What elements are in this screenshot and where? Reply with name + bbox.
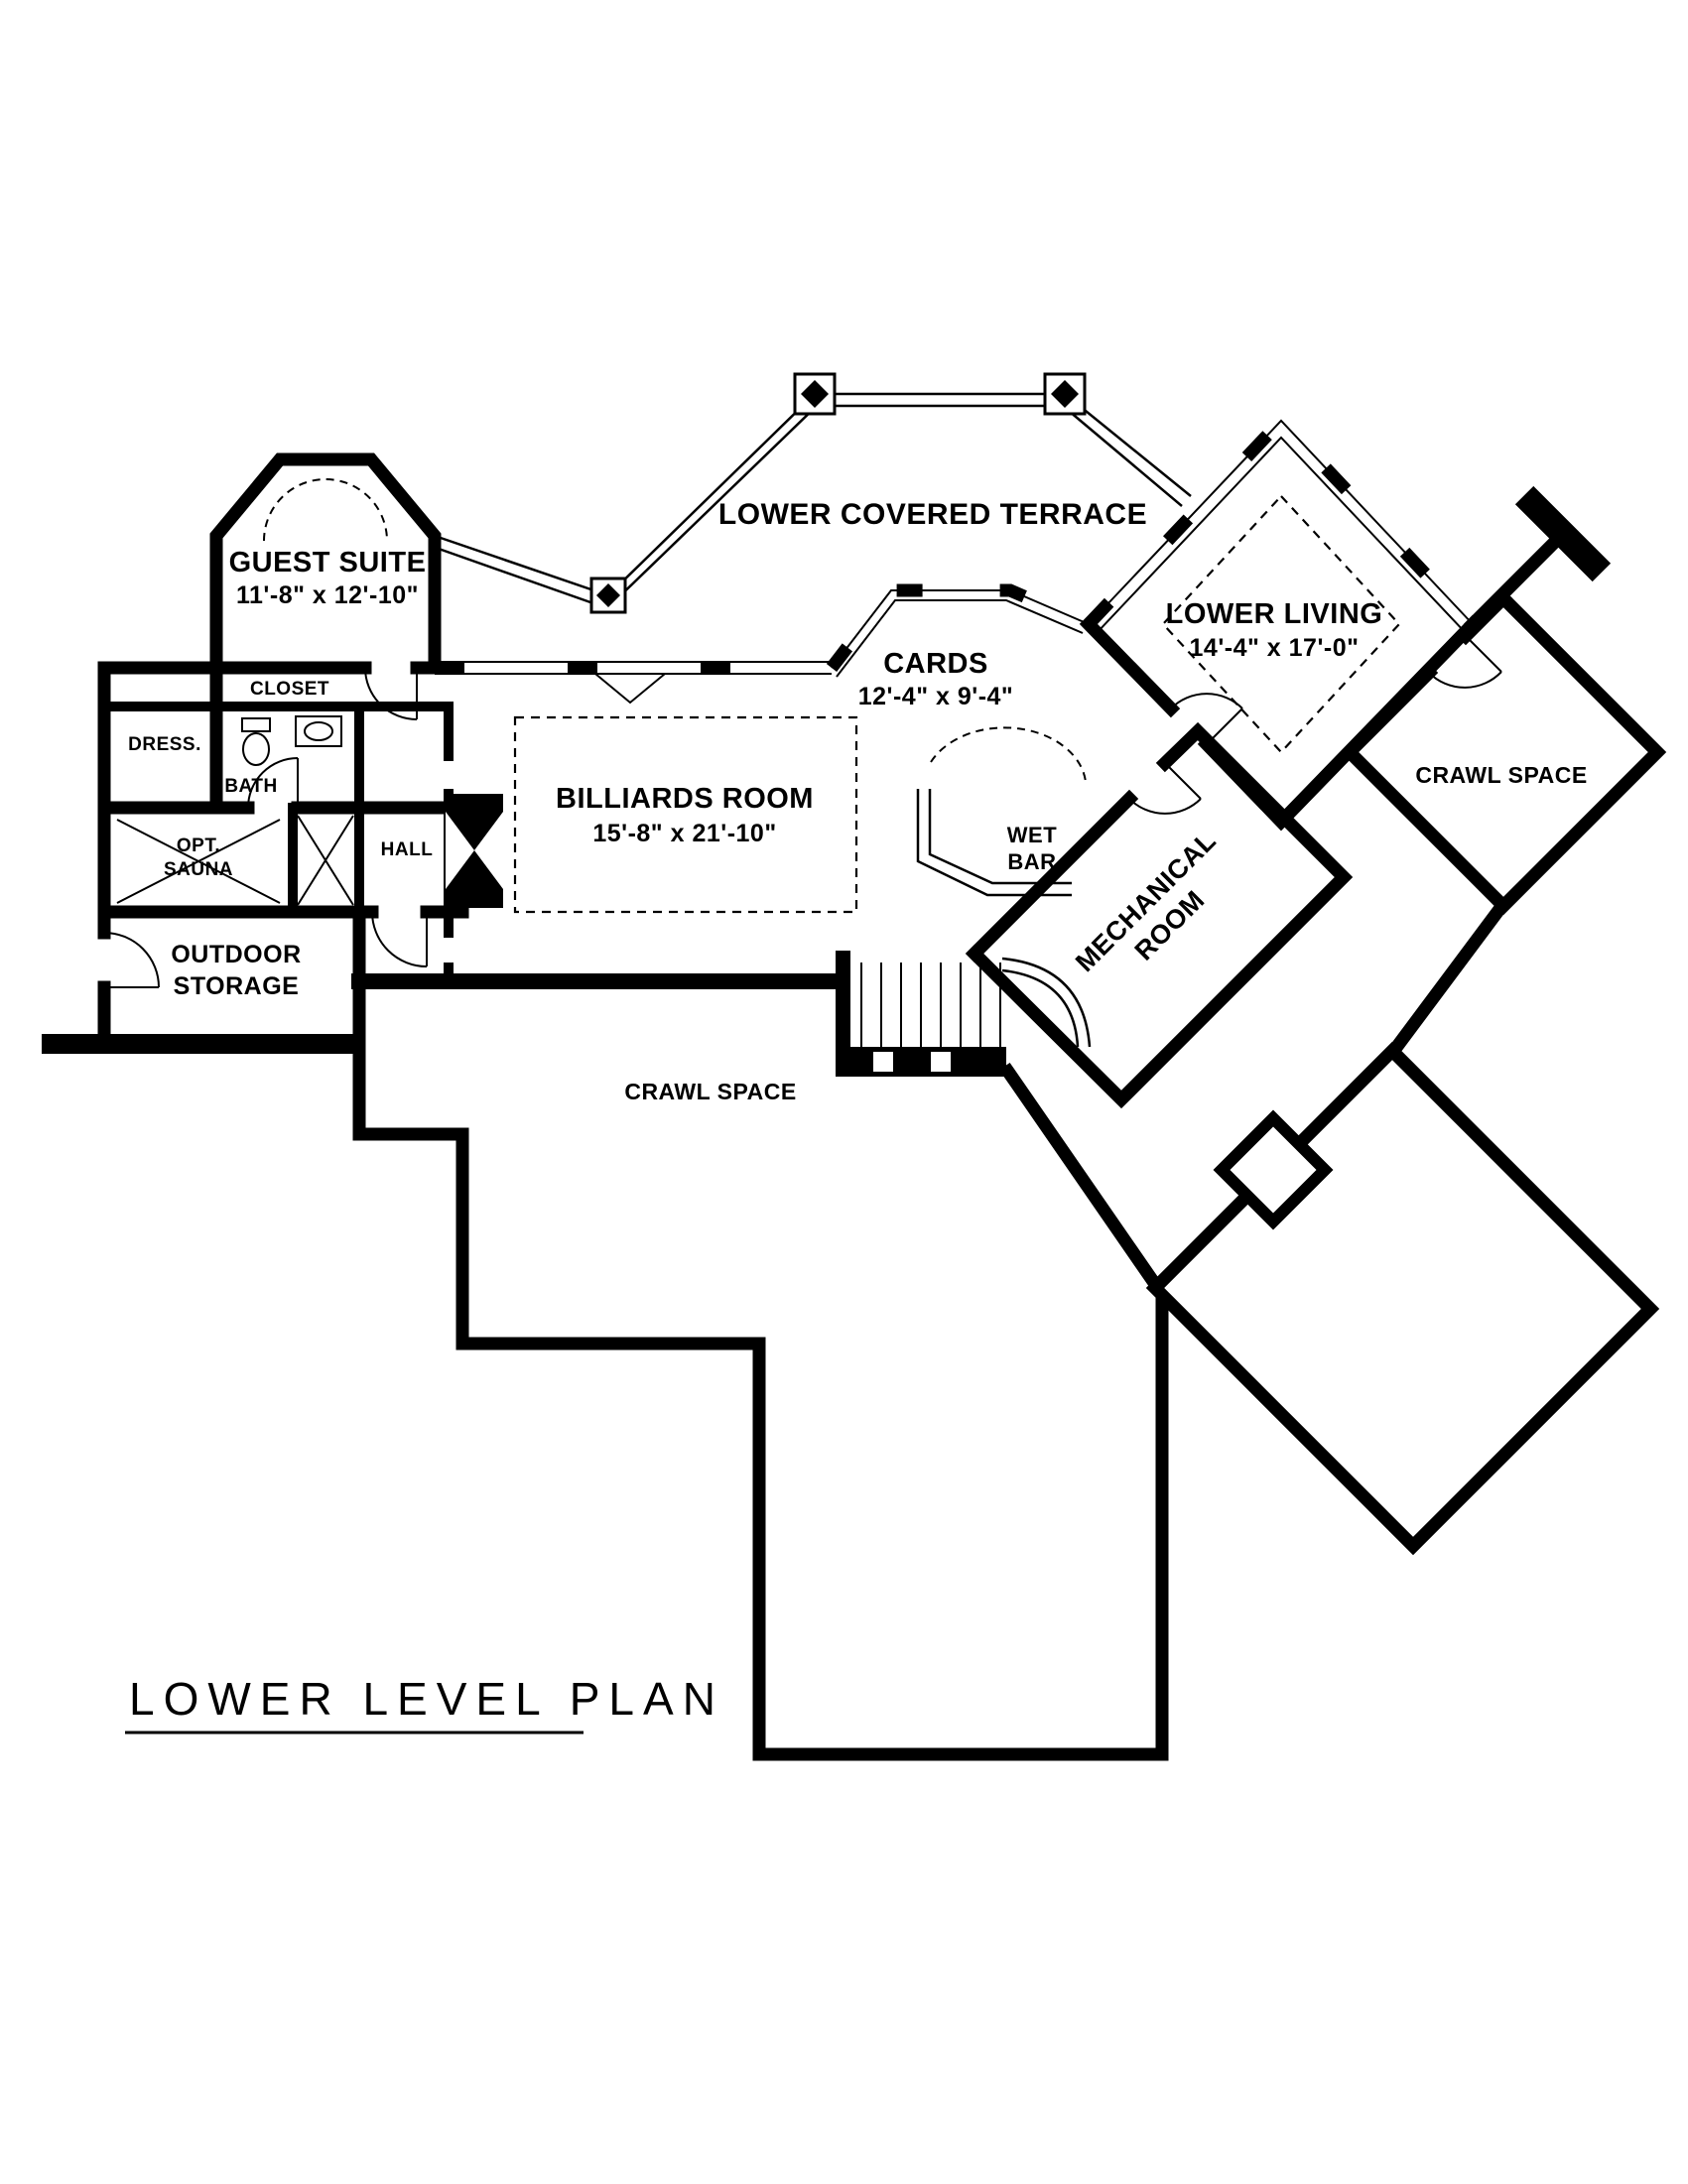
wet-bar-label-line2: BAR xyxy=(1007,849,1056,874)
outdoor-storage-label-line2: STORAGE xyxy=(174,972,300,1000)
sink-icon xyxy=(295,715,342,747)
bath-label: BATH xyxy=(224,776,277,797)
bay-window-arc xyxy=(263,478,388,542)
terrace-column-icon xyxy=(793,372,837,416)
stair-treads xyxy=(860,963,1001,1047)
door-swings xyxy=(103,635,1502,988)
mechanical-room-walls xyxy=(965,721,1354,1109)
guest-suite-walls xyxy=(209,452,442,815)
plan-title: LOWER LEVEL PLAN xyxy=(129,1673,724,1725)
sauna-label-line1: OPT. xyxy=(177,835,220,856)
terrace-label: LOWER COVERED TERRACE xyxy=(718,498,1147,531)
guest-suite-dims: 11'-8" x 12'-10" xyxy=(236,581,419,609)
sauna-bench-marks xyxy=(116,815,354,906)
billiards-dims: 15'-8" x 21'-10" xyxy=(592,820,776,847)
mechanical-room-label: MECHANICAL ROOM xyxy=(1070,826,1222,977)
toilet-icon xyxy=(241,717,271,766)
outdoor-storage-label-line1: OUTDOOR xyxy=(171,941,301,968)
staircase xyxy=(836,951,1092,1077)
cards-label: CARDS xyxy=(883,648,988,680)
crawl-diamond xyxy=(1145,1041,1660,1556)
crawl-space-lower-label: CRAWL SPACE xyxy=(624,1079,796,1104)
crawl-space-right-walls xyxy=(1340,485,1667,1055)
crawl-diamond-notch xyxy=(1213,1109,1334,1230)
sauna-label-line2: SAUNA xyxy=(164,859,233,880)
crawl-space-right-label: CRAWL SPACE xyxy=(1415,762,1587,788)
billiards-dashed-bound xyxy=(513,715,858,914)
wet-bar-label-line1: WET xyxy=(1007,823,1057,847)
wet-bar-counter xyxy=(916,726,1087,897)
foundation-wall xyxy=(42,1034,365,1054)
lower-living-label: LOWER LIVING xyxy=(1166,598,1383,630)
fireplace xyxy=(446,794,503,908)
billiards-label: BILLIARDS ROOM xyxy=(556,783,814,815)
terrace-column-icon xyxy=(1043,372,1087,416)
closet-label: CLOSET xyxy=(250,679,329,700)
terrace-column-icon xyxy=(589,577,627,614)
dress-label: DRESS. xyxy=(128,734,201,755)
crawl-space-lower-walls xyxy=(352,1041,1660,1761)
guest-suite-label: GUEST SUITE xyxy=(229,547,427,578)
hall-label: HALL xyxy=(381,839,434,860)
lower-living-dims: 14'-4" x 17'-0" xyxy=(1190,634,1360,662)
cards-dims: 12'-4" x 9'-4" xyxy=(858,683,1014,710)
window-walls xyxy=(435,411,1478,705)
